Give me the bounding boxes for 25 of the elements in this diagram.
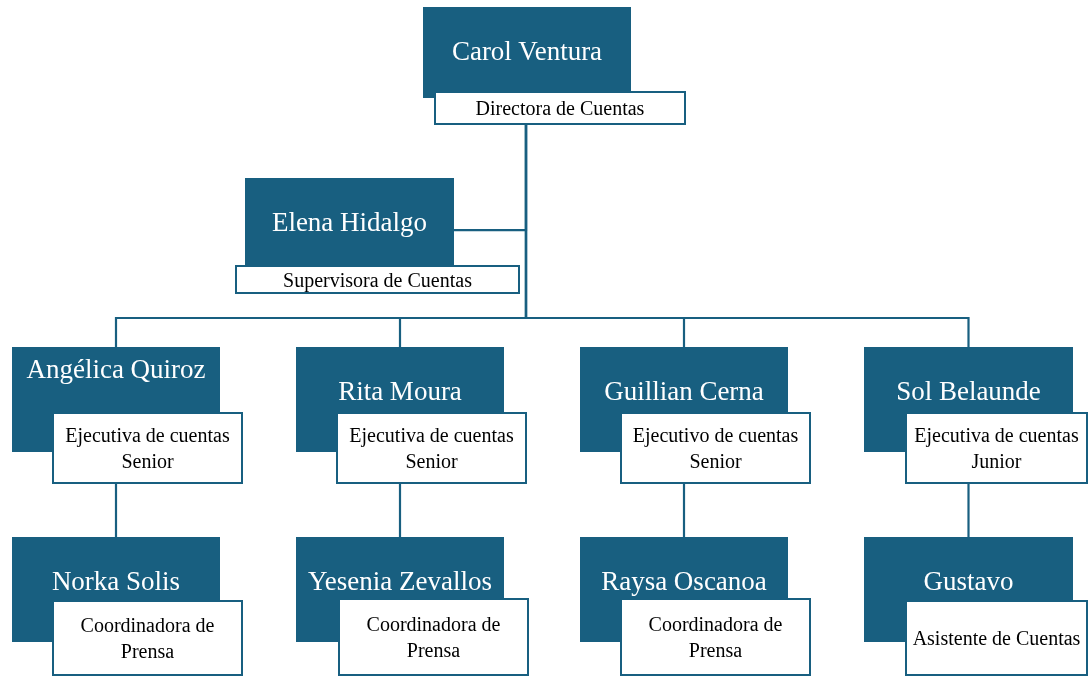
person-name: Guillian Cerna <box>603 377 765 406</box>
job-title: Coordinadora de Prensa <box>620 598 811 676</box>
job-title: Ejecutivo de cuentas Senior <box>620 412 811 484</box>
job-title: Coordinadora de Prensa <box>52 600 243 676</box>
job-title: Ejecutiva de cuentas Senior <box>52 412 243 484</box>
person-name: Yesenia Zevallos <box>307 567 493 596</box>
person-name: Raysa Oscanoa <box>600 567 768 596</box>
job-title: Directora de Cuentas <box>434 91 686 125</box>
person-name: Carol Ventura <box>450 37 604 66</box>
job-title: Asistente de Cuentas <box>905 600 1088 676</box>
job-title: Coordinadora de Prensa <box>338 598 529 676</box>
person-name: Rita Moura <box>337 377 463 406</box>
job-title: Supervisora de Cuentas <box>235 265 520 294</box>
connector-line <box>524 125 970 347</box>
person-name: Norka Solis <box>50 567 182 596</box>
connector-line <box>398 484 402 537</box>
connector-line <box>682 484 686 537</box>
job-title: Ejecutiva de cuentas Senior <box>336 412 527 484</box>
person-name: Gustavo <box>922 567 1015 596</box>
person-name: Elena Hidalgo <box>270 208 429 237</box>
connector-line <box>114 484 118 537</box>
connector-line <box>967 484 970 537</box>
person-name: Angélica Quiroz <box>25 355 207 384</box>
person-name: Sol Belaunde <box>895 377 1042 406</box>
job-title: Ejecutiva de cuentas Junior <box>905 412 1088 484</box>
